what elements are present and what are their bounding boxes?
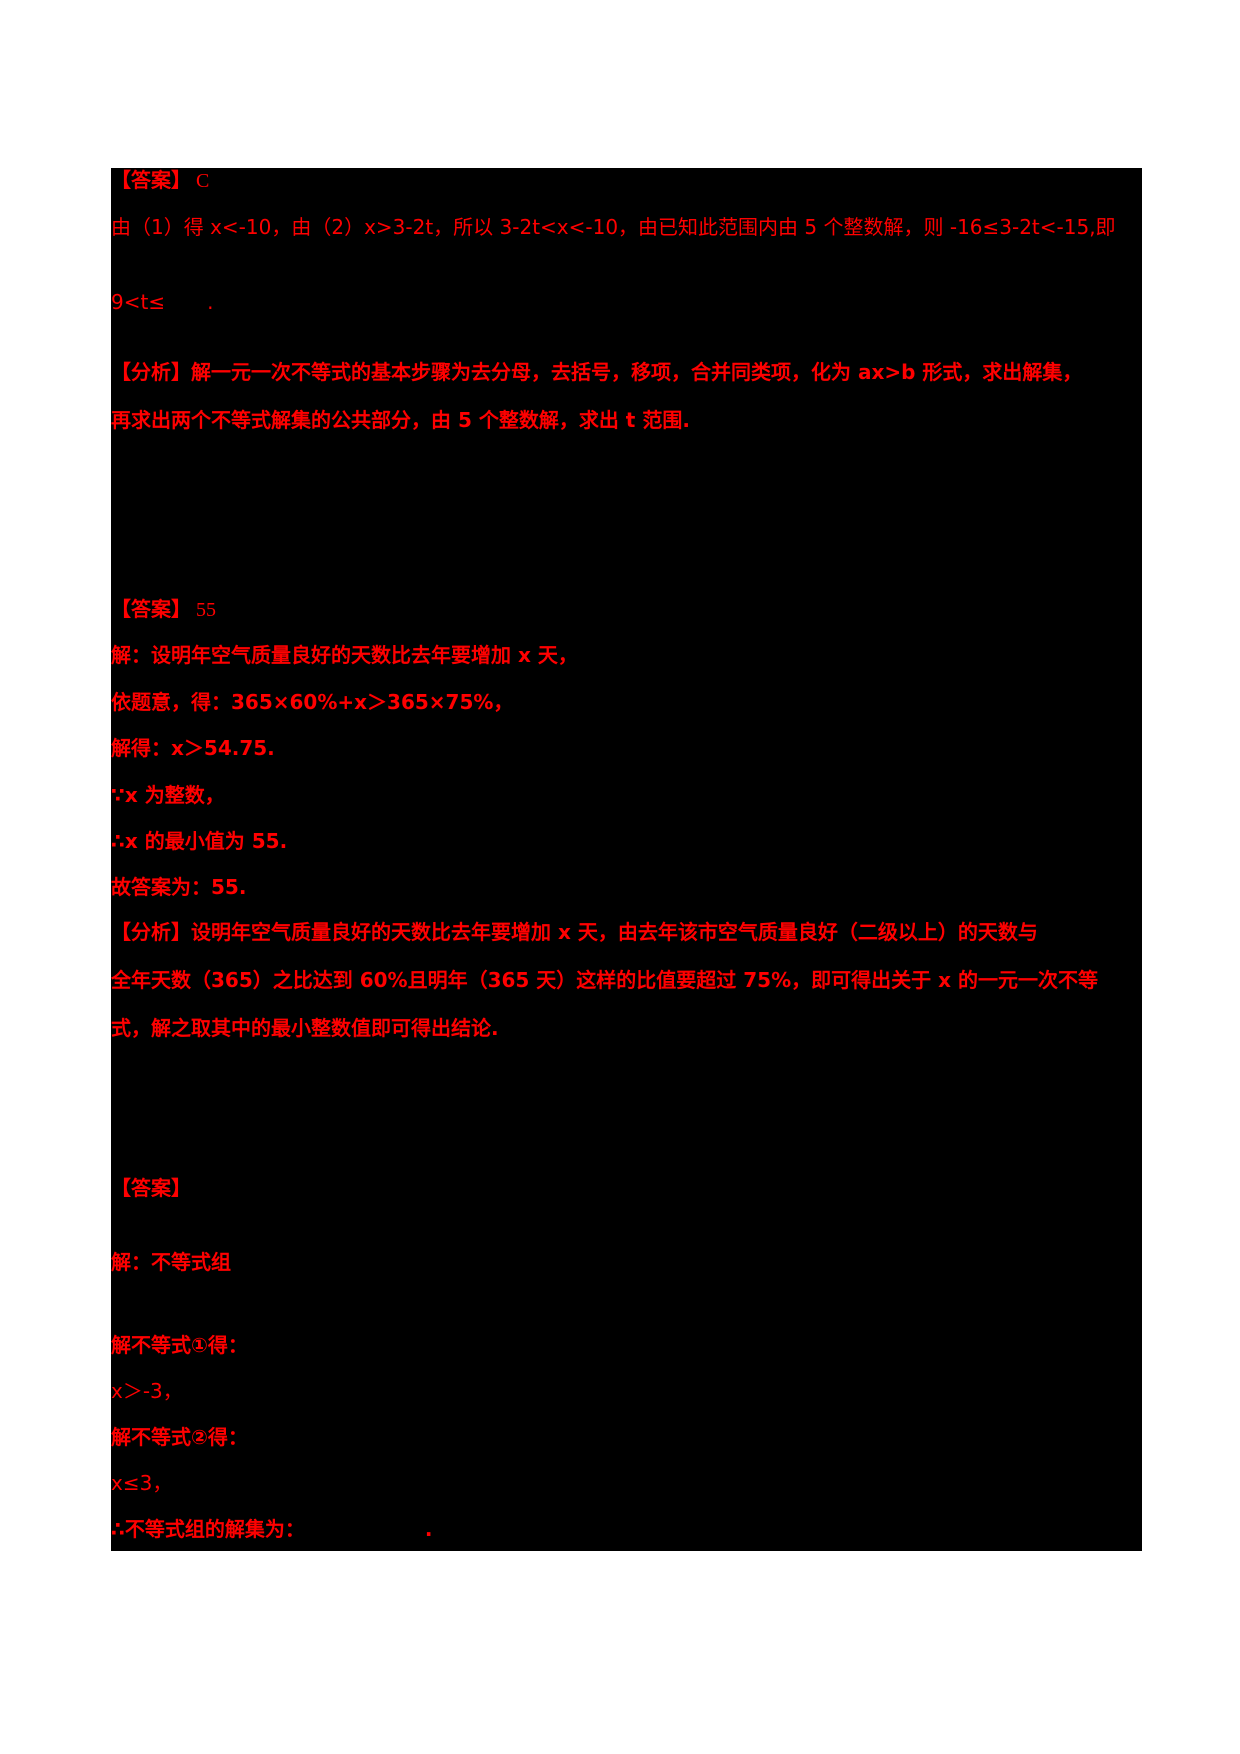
solution-line: x＞-3， — [111, 1379, 183, 1403]
solution-line: x≤3， — [111, 1471, 173, 1495]
analysis-label: 【分析】 — [111, 360, 191, 384]
answer-heading-3: 【答案】 — [111, 1176, 191, 1201]
document-content-area — [111, 168, 1142, 1551]
analysis-line: 再求出两个不等式解集的公共部分，由 5 个整数解，求出 t 范围. — [111, 408, 690, 432]
analysis-line: 全年天数（365）之比达到 60%且明年（365 天）这样的比值要超过 75%，… — [111, 968, 1098, 992]
period: . — [207, 290, 214, 314]
analysis-line: 【分析】解一元一次不等式的基本步骤为去分母，去括号，移项，合并同类项，化为 ax… — [111, 360, 1083, 384]
answer-heading-2: 【答案】 55 — [111, 597, 216, 622]
solution-line: 9<t≤. — [111, 290, 213, 314]
solution-line: ∴不等式组的解集为：. — [111, 1517, 433, 1541]
solution-line: 解：设明年空气质量良好的天数比去年要增加 x 天， — [111, 643, 578, 667]
solution-line: 解不等式②得： — [111, 1425, 248, 1449]
solution-line: ∴x 的最小值为 55. — [111, 829, 288, 853]
analysis-line: 式，解之取其中的最小整数值即可得出结论. — [111, 1016, 499, 1040]
solution-line: 解：不等式组 — [111, 1250, 231, 1274]
answer-value: 55 — [196, 599, 216, 621]
range-text: 9<t≤ — [111, 290, 166, 314]
answer-label: 【答案】 — [111, 168, 191, 192]
solution-line: 依题意，得：365×60%+x＞365×75%， — [111, 690, 514, 714]
solution-line: 解不等式①得： — [111, 1333, 248, 1357]
analysis-line: 【分析】设明年空气质量良好的天数比去年要增加 x 天，由去年该市空气质量良好（二… — [111, 920, 1038, 944]
period: . — [424, 1517, 433, 1541]
solution-set-text: ∴不等式组的解集为： — [111, 1517, 305, 1541]
analysis-label: 【分析】 — [111, 920, 191, 944]
solution-line: 故答案为：55. — [111, 875, 247, 899]
answer-value: C — [196, 170, 210, 192]
answer-heading-1: 【答案】 C — [111, 168, 209, 193]
solution-line: 由（1）得 x<-10，由（2）x>3-2t，所以 3-2t<x<-10，由已知… — [111, 215, 1116, 239]
answer-label: 【答案】 — [111, 597, 191, 621]
solution-line: 解得：x＞54.75. — [111, 736, 275, 760]
answer-label: 【答案】 — [111, 1176, 191, 1200]
solution-line: ∵x 为整数， — [111, 783, 225, 807]
